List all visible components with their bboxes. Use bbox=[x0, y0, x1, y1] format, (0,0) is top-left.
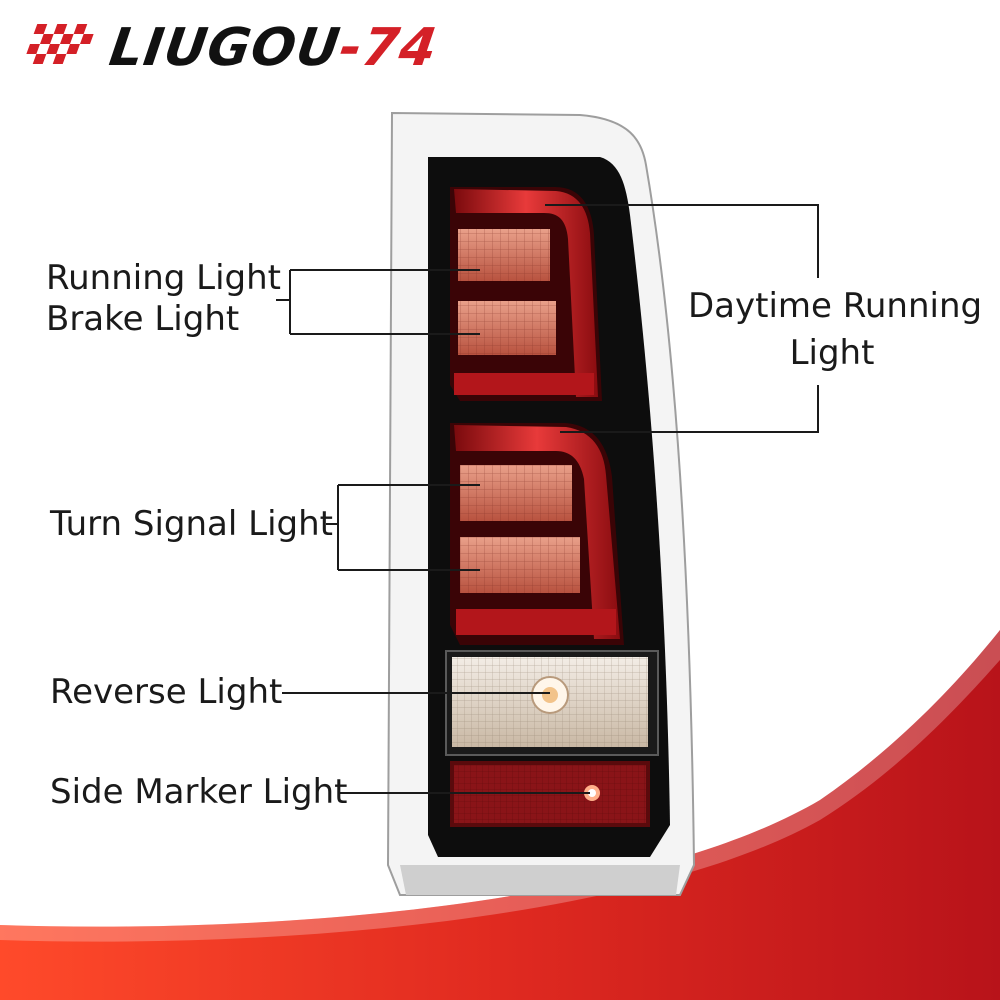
label-brake-light: Brake Light bbox=[46, 299, 240, 339]
brand-name-main: LIUGOU bbox=[105, 18, 345, 78]
brand-name-number: -74 bbox=[335, 18, 441, 78]
label-turn-signal-light: Turn Signal Light bbox=[50, 504, 333, 544]
tail-light-assembly bbox=[386, 111, 696, 896]
brand-name: LIUGOU-74 bbox=[106, 18, 441, 78]
label-daytime-running-line1: Daytime Running bbox=[688, 286, 983, 326]
brand-logo: LIUGOU-74 bbox=[18, 18, 488, 78]
label-reverse-light: Reverse Light bbox=[50, 672, 283, 712]
label-daytime-running-line2: Light bbox=[789, 333, 875, 373]
label-side-marker-light: Side Marker Light bbox=[50, 772, 348, 812]
label-running-light: Running Light bbox=[46, 258, 281, 298]
checkered-flag-icon bbox=[26, 24, 94, 64]
